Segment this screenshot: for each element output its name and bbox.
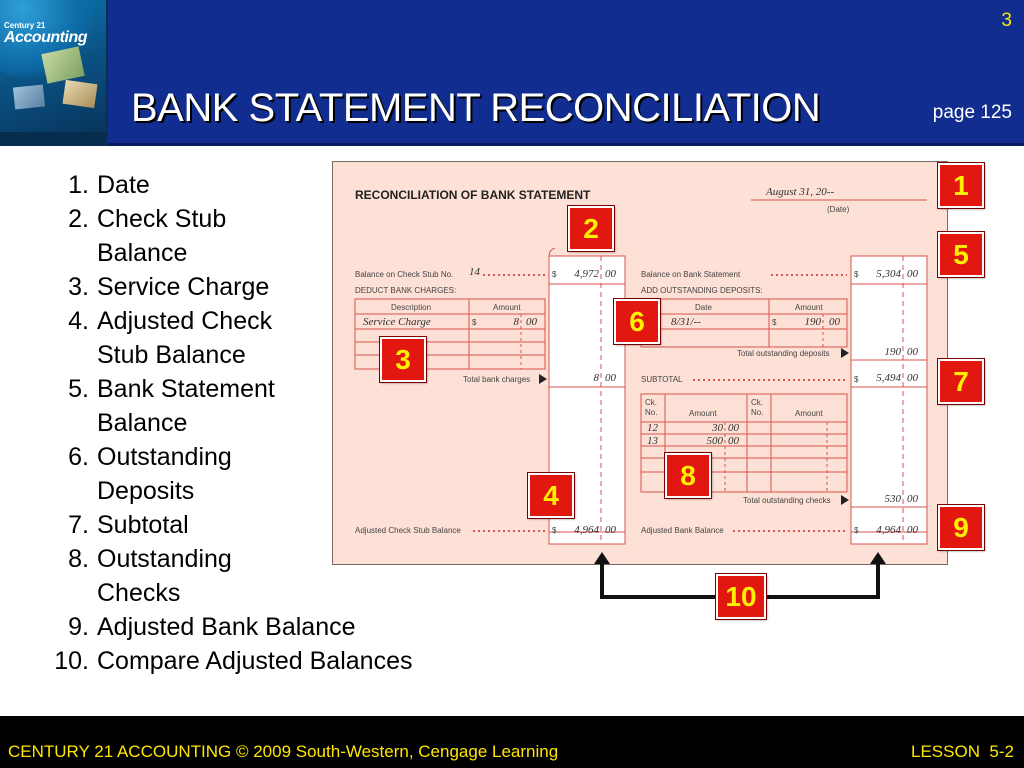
total-checks-cents: 00 — [907, 493, 918, 505]
adjusted-check-stub-cents: 00 — [605, 524, 616, 536]
check-stub-label: Balance on Check Stub No. — [355, 270, 454, 279]
dollar-sign: $ — [854, 270, 859, 279]
adjusted-bank-dollars: 4,964 — [876, 524, 901, 536]
col-ck-no: Ck. No. — [645, 398, 658, 417]
list-item: 2.Check Stub Balance — [68, 205, 227, 267]
check-number: 12 — [647, 422, 658, 434]
col-amount: Amount — [493, 303, 521, 312]
col-amount: Amount — [795, 409, 823, 418]
callout-badge-3: 3 — [379, 336, 427, 383]
total-deposits-label: Total outstanding deposits — [737, 349, 830, 358]
deposit-dollars: 190 — [804, 316, 822, 328]
deposit-date: 8/31/-- — [671, 316, 701, 328]
callout-badge-10: 10 — [715, 573, 767, 620]
subtotal-cents: 00 — [907, 372, 918, 384]
dollar-sign: $ — [472, 318, 477, 327]
list-item: 10.Compare Adjusted Balances — [54, 647, 413, 675]
total-checks-dollars: 530 — [884, 493, 902, 505]
dollar-sign: $ — [854, 375, 859, 384]
dollar-sign: $ — [552, 270, 557, 279]
list-item: 1.Date — [68, 171, 150, 199]
list-item: 3.Service Charge — [68, 273, 270, 301]
bank-balance-label: Balance on Bank Statement — [641, 270, 741, 279]
callout-badge-9: 9 — [937, 504, 985, 551]
check-number: 13 — [647, 435, 658, 447]
reconciliation-form: RECONCILIATION OF BANK STATEMENT August … — [332, 161, 948, 565]
slide-number: 3 — [1001, 10, 1012, 31]
list-item: 5.Bank Statement Balance — [68, 375, 275, 437]
dollar-sign: $ — [552, 526, 557, 535]
bank-balance-cents: 00 — [907, 268, 918, 280]
footer-bar — [0, 716, 1024, 768]
callout-badge-8: 8 — [664, 452, 712, 499]
header-divider — [0, 143, 1024, 146]
charge-dollars: 8 — [513, 316, 520, 328]
header-bar — [0, 0, 1024, 146]
total-deposits-dollars: 190 — [884, 346, 902, 358]
form-date-label: (Date) — [827, 205, 850, 214]
total-deposits-cents: 00 — [907, 346, 918, 358]
check-dollars: 30 — [712, 422, 723, 434]
dollar-sign: $ — [772, 318, 777, 327]
subtotal-label: SUBTOTAL — [641, 375, 683, 384]
check-stub-cents: 00 — [605, 268, 616, 280]
list-item: 6.Outstanding Deposits — [68, 443, 232, 505]
callout-badge-5: 5 — [937, 231, 985, 278]
total-checks-label: Total outstanding checks — [743, 496, 831, 505]
book-cover-image: Century 21 Accounting — [0, 0, 108, 146]
callout-badge-4: 4 — [527, 472, 575, 519]
col-date: Date — [695, 303, 712, 312]
col-ck-no: Ck. No. — [751, 398, 764, 417]
page-title: BANK STATEMENT RECONCILIATION — [131, 86, 821, 130]
book-logo: Century 21 Accounting — [4, 21, 88, 46]
page-reference: page 125 — [932, 102, 1012, 123]
adjusted-bank-cents: 00 — [907, 524, 918, 536]
footer-lesson: LESSON 5-2 — [911, 742, 1014, 761]
charge-cents: 00 — [526, 316, 537, 328]
total-charges-dollars: 8 — [593, 372, 600, 384]
check-dollars: 500 — [706, 435, 724, 447]
col-amount: Amount — [689, 409, 717, 418]
check-cents: 00 — [728, 422, 739, 434]
callout-badge-7: 7 — [937, 358, 985, 405]
dollar-sign: $ — [854, 526, 859, 535]
footer-copyright: CENTURY 21 ACCOUNTING © 2009 South-Weste… — [8, 742, 559, 761]
list-item: 4.Adjusted Check Stub Balance — [68, 307, 273, 369]
steps-list: 1.Date 2.Check Stub Balance 3.Service Ch… — [40, 168, 470, 678]
callout-badge-2: 2 — [567, 205, 615, 252]
callout-badge-6: 6 — [613, 298, 661, 345]
list-item: 8.Outstanding Checks — [68, 545, 232, 607]
charge-description: Service Charge — [363, 316, 431, 328]
bank-balance-dollars: 5,304 — [876, 268, 901, 280]
adjusted-check-stub-dollars: 4,964 — [574, 524, 599, 536]
adjusted-check-stub-label: Adjusted Check Stub Balance — [355, 526, 461, 535]
callout-badge-1: 1 — [937, 162, 985, 209]
col-amount: Amount — [795, 303, 823, 312]
total-charges-label: Total bank charges — [463, 375, 531, 384]
col-description: Description — [391, 303, 432, 312]
total-charges-cents: 00 — [605, 372, 616, 384]
deposit-cents: 00 — [829, 316, 840, 328]
subtotal-dollars: 5,494 — [876, 372, 901, 384]
deduct-label: DEDUCT BANK CHARGES: — [355, 286, 457, 295]
add-deposits-label: ADD OUTSTANDING DEPOSITS: — [641, 286, 763, 295]
form-title: RECONCILIATION OF BANK STATEMENT — [355, 188, 591, 202]
check-stub-number: 14 — [469, 266, 480, 278]
check-stub-dollars: 4,972 — [574, 268, 599, 280]
list-item: 9.Adjusted Bank Balance — [68, 613, 356, 641]
form-date-value: August 31, 20-- — [766, 186, 835, 198]
list-item: 7.Subtotal — [68, 511, 189, 539]
adjusted-bank-label: Adjusted Bank Balance — [641, 526, 724, 535]
check-cents: 00 — [728, 435, 739, 447]
